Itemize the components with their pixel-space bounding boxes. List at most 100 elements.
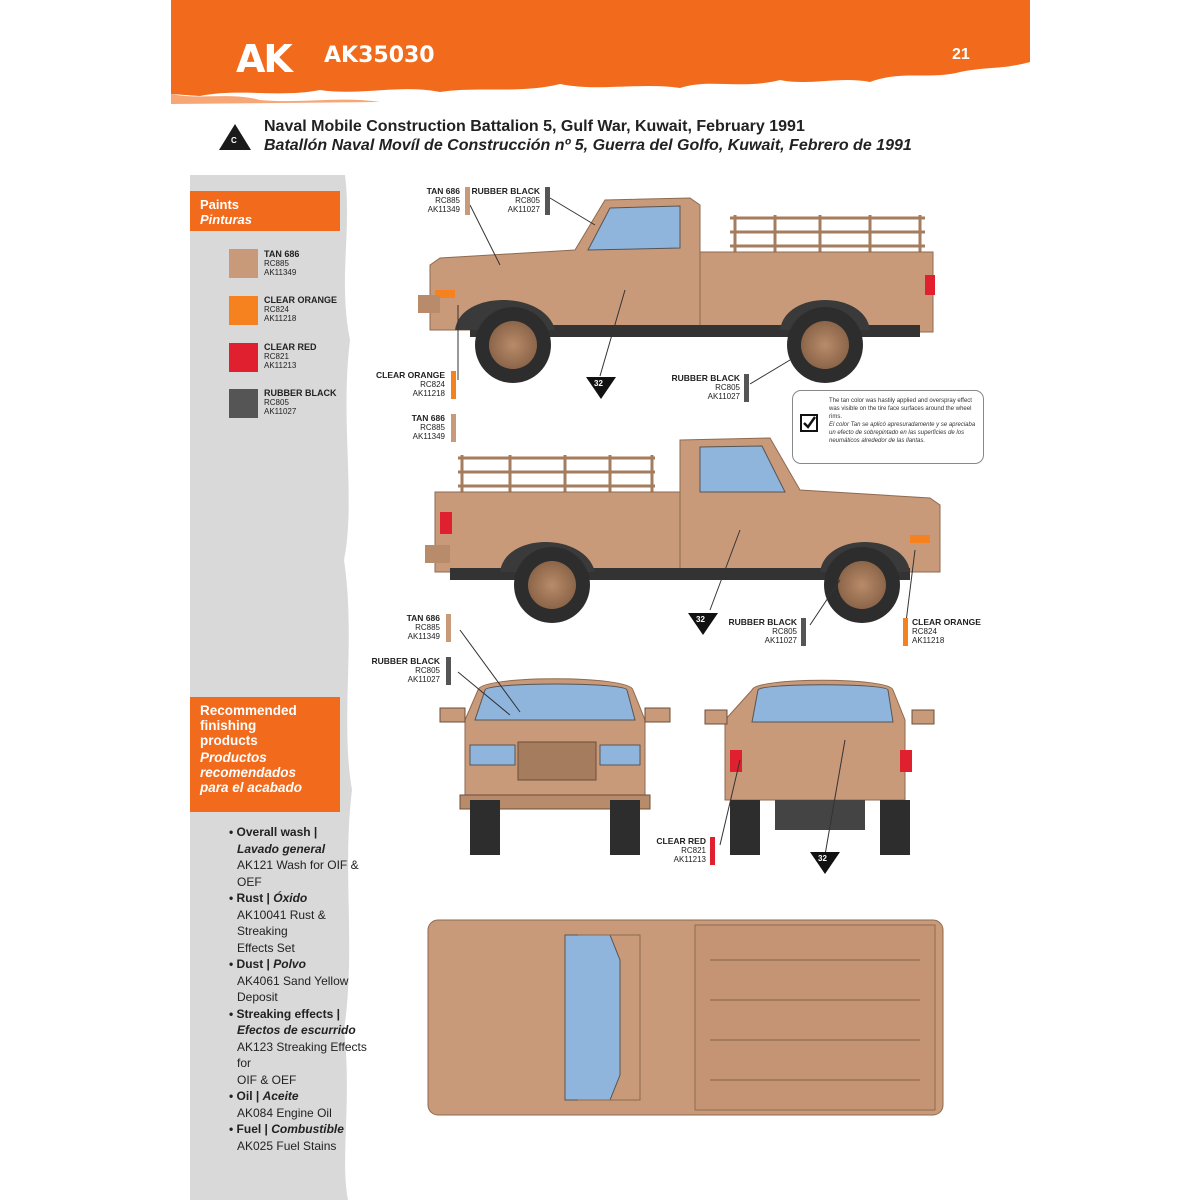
finish-product: AK084 Engine Oil bbox=[237, 1105, 332, 1120]
checkmark-icon bbox=[800, 414, 818, 432]
scheme-marker-icon bbox=[219, 124, 251, 150]
paint-code: AK11349 bbox=[264, 268, 297, 277]
note-box bbox=[792, 390, 984, 464]
callout-swatch bbox=[744, 374, 749, 402]
callout-swatch bbox=[710, 837, 715, 865]
decal-number: 32 bbox=[696, 615, 705, 624]
paint-name: RUBBER BLACK bbox=[264, 388, 337, 398]
finishing-list: • Overall wash | Lavado general AK121 Wa… bbox=[229, 824, 379, 1154]
finishing-heading-line: Recommended bbox=[200, 703, 297, 718]
decal-marker-icon bbox=[586, 377, 616, 399]
finish-title: • Streaking effects | bbox=[229, 1006, 340, 1021]
callout-code: RC885 bbox=[415, 623, 440, 632]
callout-code: AK11213 bbox=[673, 855, 706, 864]
paint-name: CLEAR RED bbox=[264, 342, 317, 352]
callout-swatch bbox=[446, 614, 451, 642]
paint-code: AK11027 bbox=[264, 407, 297, 416]
finishing-heading-line: para el acabado bbox=[200, 780, 303, 795]
callout-swatch bbox=[465, 187, 470, 215]
decal-marker-icon bbox=[688, 613, 718, 635]
finish-title: • Overall wash | bbox=[229, 825, 318, 839]
callout-code: AK11349 bbox=[427, 205, 460, 214]
callout-code: AK11027 bbox=[407, 675, 440, 684]
truck-side-view-right bbox=[425, 437, 941, 623]
callout-code: RC885 bbox=[420, 423, 445, 432]
callout-code: AK11218 bbox=[412, 389, 445, 398]
paints-heading-es: Pinturas bbox=[200, 212, 253, 227]
callout-code: AK11349 bbox=[412, 432, 445, 441]
callout-code: RC805 bbox=[772, 627, 797, 636]
note-text: The tan color was hastily applied and ov… bbox=[829, 397, 979, 445]
paint-name: TAN 686 bbox=[264, 249, 300, 259]
callout-code: RC885 bbox=[435, 196, 460, 205]
callout-name: CLEAR ORANGE bbox=[912, 617, 981, 627]
callout-name: RUBBER BLACK bbox=[371, 656, 440, 666]
scheme-title-spanish: Batallón Naval Movíl de Construcción nº … bbox=[264, 137, 912, 154]
finish-subtitle: Óxido bbox=[273, 891, 308, 905]
finishing-heading-line: recomendados bbox=[200, 765, 297, 780]
callout-swatch bbox=[545, 187, 550, 215]
callout-code: AK11027 bbox=[707, 392, 740, 401]
callout-swatch bbox=[446, 657, 451, 685]
finish-product: AK025 Fuel Stains bbox=[237, 1138, 337, 1153]
paint-swatch-tan bbox=[229, 249, 258, 278]
callout-swatch bbox=[451, 371, 456, 399]
paint-name: CLEAR ORANGE bbox=[264, 295, 338, 305]
truck-side-view-left bbox=[418, 197, 935, 383]
callout-swatch bbox=[451, 414, 456, 442]
paint-legend-black: RUBBER BLACK RC805 AK11027 bbox=[264, 388, 337, 417]
paint-legend-red: CLEAR RED RC821 AK11213 bbox=[264, 342, 317, 371]
paints-heading-en: Paints bbox=[200, 197, 240, 212]
finishing-heading-line: Productos bbox=[200, 750, 267, 765]
callout-name: CLEAR RED bbox=[656, 836, 706, 846]
finish-product: AK10041 Rust & Streaking bbox=[237, 907, 326, 939]
finish-product: OIF & OEF bbox=[237, 1072, 297, 1087]
finishing-heading-line: products bbox=[200, 733, 258, 748]
finish-product: AK123 Streaking Effects for bbox=[237, 1039, 367, 1071]
truck-rear-view bbox=[704, 679, 935, 855]
finish-title: • Fuel | bbox=[229, 1122, 268, 1136]
scheme-marker-label: C bbox=[231, 136, 237, 145]
callout-code: AK11027 bbox=[507, 205, 540, 214]
callout-name: TAN 686 bbox=[406, 613, 440, 623]
finishing-heading-line: finishing bbox=[200, 718, 257, 733]
brand-logo: AK bbox=[236, 37, 293, 81]
note-spanish: El color Tan se aplicó apresuradamente y… bbox=[829, 422, 976, 444]
callout-code: RC824 bbox=[420, 380, 445, 389]
finish-subtitle: Lavado general bbox=[237, 841, 326, 856]
callout-name: RUBBER BLACK bbox=[671, 373, 740, 383]
paint-swatch-orange bbox=[229, 296, 258, 325]
paint-legend-tan: TAN 686 RC885 AK11349 bbox=[264, 249, 300, 278]
finish-title: • Oil | bbox=[229, 1089, 260, 1103]
callout-code: RC805 bbox=[515, 196, 540, 205]
callout-code: AK11218 bbox=[912, 636, 945, 645]
callout-name: RUBBER BLACK bbox=[471, 186, 540, 196]
callout-swatch bbox=[801, 618, 806, 646]
paint-code: AK11218 bbox=[264, 314, 297, 323]
paint-legend-orange: CLEAR ORANGE RC824 AK11218 bbox=[264, 295, 338, 324]
paint-swatch-black bbox=[229, 389, 258, 418]
note-english: The tan color was hastily applied and ov… bbox=[829, 398, 972, 420]
callout-name: TAN 686 bbox=[411, 413, 445, 423]
callout-name: RUBBER BLACK bbox=[728, 617, 797, 627]
finish-subtitle: Aceite bbox=[262, 1089, 299, 1103]
finish-subtitle: Combustible bbox=[271, 1122, 344, 1136]
finish-product: AK4061 Sand Yellow Deposit bbox=[237, 973, 349, 1005]
decal-marker-icon bbox=[810, 852, 840, 874]
callout-swatch bbox=[903, 618, 908, 646]
callout-code: RC824 bbox=[912, 627, 937, 636]
product-code: AK35030 bbox=[324, 43, 435, 68]
callout-code: RC805 bbox=[415, 666, 440, 675]
callout-code: RC805 bbox=[715, 383, 740, 392]
